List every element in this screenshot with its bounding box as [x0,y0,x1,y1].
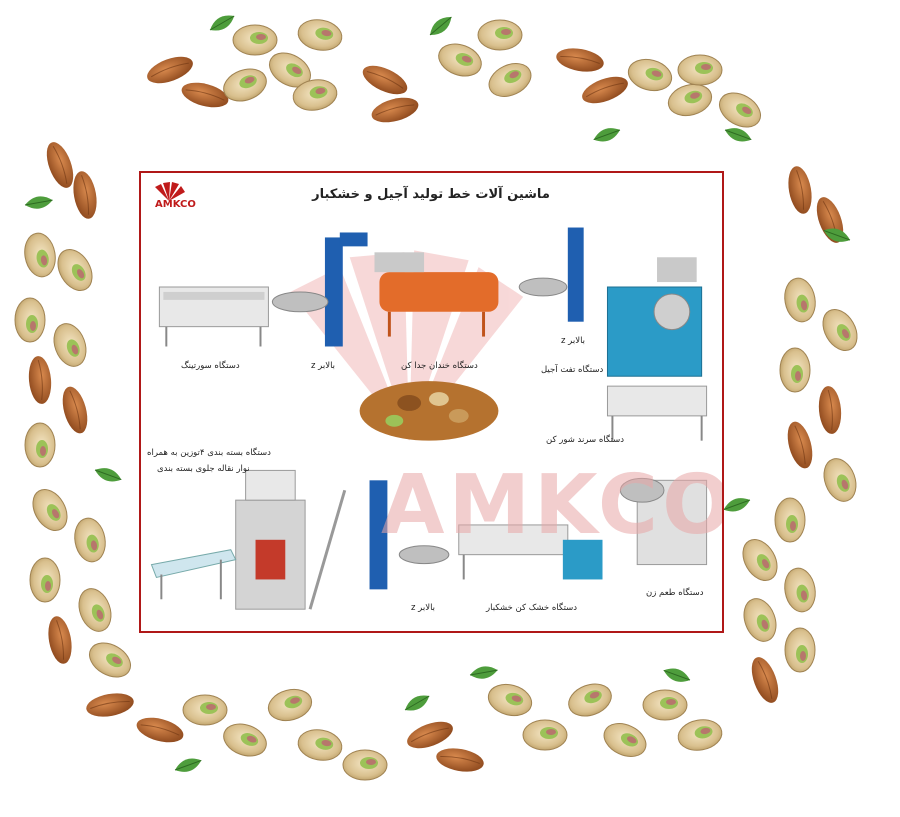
label-conveyor: نوار نقاله جلوی بسته بندی [157,464,250,474]
cracking-separator-illustration [374,252,499,337]
production-line-poster: AMKCO AMKCO ماشین آلات خط تولید آجیل و خ… [139,171,724,633]
conveyor-illustration [150,549,237,600]
logo-text: AMKCO [155,199,196,210]
z-elevator-illustration [271,232,368,347]
mixed-nuts-illustration [359,381,499,441]
label-z-elevator-2: بالابر z [561,336,586,346]
label-flavoring: دستگاه طعم زن [646,588,704,598]
label-z-elevator-3: بالابر z [411,603,436,613]
label-cracking-separator: دستگاه خندان جدا کن [401,361,478,371]
watermark: AMKCO [381,458,724,553]
label-packaging: دستگاه بسته بندی ۴توزین به همراه [147,448,271,458]
packaging-machine-illustration [235,469,347,610]
poster-title: ماشین آلات خط تولید آجیل و خشکبار [312,187,550,202]
amkco-logo [155,182,185,201]
sorting-machine-illustration [158,286,269,347]
nut-roaster-illustration [606,257,703,377]
label-salting-sieve: دستگاه سرند شور کن [546,435,625,445]
flavoring-machine-illustration [619,477,708,566]
label-dryer: دستگاه خشک کن خشکبار [486,603,578,613]
salting-sieve-illustration [606,385,708,441]
poster-illustration [150,227,708,610]
label-z-elevator-1: بالابر z [311,361,336,371]
label-roaster: دستگاه تفت آجیل [541,365,604,375]
z-elevator-illustration-2 [518,227,584,322]
z-elevator-illustration-3 [369,480,450,590]
dryer-illustration [458,524,603,580]
label-sorting: دستگاه سورتینگ [181,361,240,371]
